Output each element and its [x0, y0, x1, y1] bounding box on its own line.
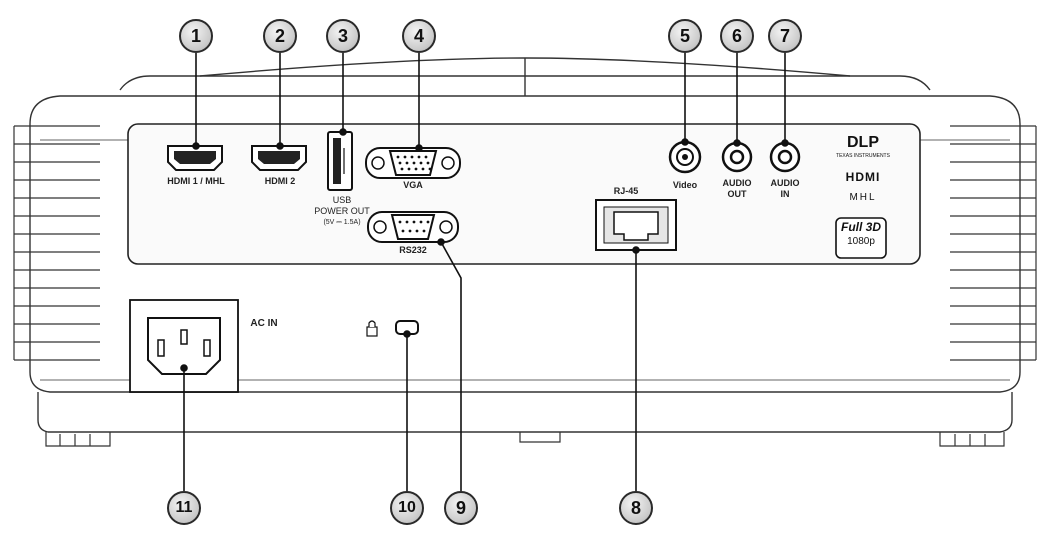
callout-6: 6	[720, 19, 754, 53]
audio-in-label-line2: IN	[780, 189, 790, 199]
rj45-label: RJ-45	[613, 186, 639, 196]
callout-9: 9	[444, 491, 478, 525]
full3d-logo: Full 3D	[840, 220, 881, 234]
callout-10: 10	[390, 491, 424, 525]
vga-label: VGA	[403, 180, 423, 190]
hdmi-logo: HDMI	[845, 170, 881, 184]
hdmi2-port[interactable]	[251, 145, 307, 171]
hdmi1-port[interactable]	[167, 145, 223, 171]
audio-in-label-line1: AUDIO	[770, 178, 800, 188]
callout-1: 1	[179, 19, 213, 53]
callout-5: 5	[668, 19, 702, 53]
rj45-port[interactable]	[595, 199, 677, 251]
projector-feet	[45, 432, 1005, 447]
dlp-logo: DLP	[847, 134, 879, 151]
left-vent-grille	[13, 125, 100, 361]
video-label: Video	[672, 180, 698, 190]
hdmi1-label: HDMI 1 / MHL	[167, 176, 225, 186]
hdmi2-label: HDMI 2	[264, 176, 296, 186]
lock-icon	[366, 320, 378, 337]
usb-label-line2: POWER OUT	[314, 206, 370, 216]
mhl-logo: MHL	[849, 192, 877, 203]
callout-leader-lines	[180, 53, 789, 491]
usb-label-line1: USB	[332, 195, 352, 205]
audio-out-label-line2: OUT	[727, 189, 747, 199]
callout-4: 4	[402, 19, 436, 53]
rs232-label: RS232	[399, 245, 427, 255]
callout-7: 7	[768, 19, 802, 53]
callout-11: 11	[167, 491, 201, 525]
audio-out-port[interactable]	[721, 141, 753, 173]
ac-in-label: AC IN	[250, 318, 278, 329]
audio-in-label: AUDIO IN	[760, 178, 810, 200]
right-vent-grille	[950, 125, 1037, 361]
usb-label-line3: (5V ⎓ 1.5A)	[323, 219, 361, 226]
callout-8: 8	[619, 491, 653, 525]
vga-port[interactable]	[365, 147, 461, 179]
usb-port[interactable]	[327, 131, 353, 191]
texas-instruments-logo: TEXAS INSTRUMENTS	[836, 153, 890, 159]
audio-out-label: AUDIO OUT	[712, 178, 762, 200]
rs232-port[interactable]	[367, 211, 459, 243]
resolution-logo: 1080p	[847, 236, 875, 247]
audio-out-label-line1: AUDIO	[722, 178, 752, 188]
audio-in-port[interactable]	[769, 141, 801, 173]
callout-3: 3	[326, 19, 360, 53]
video-port[interactable]	[668, 140, 702, 174]
usb-label: USB POWER OUT (5V ⎓ 1.5A)	[302, 195, 382, 228]
full3d-logo-box	[835, 217, 887, 259]
callout-2: 2	[263, 19, 297, 53]
